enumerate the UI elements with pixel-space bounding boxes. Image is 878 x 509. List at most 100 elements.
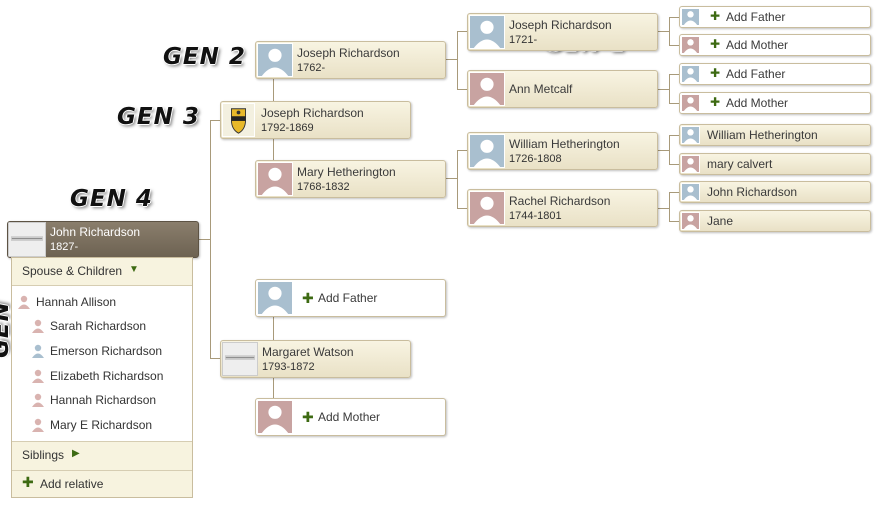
female-person-icon xyxy=(32,369,44,383)
great-grandmother-card[interactable]: Rachel Richardson 1744-1801 xyxy=(467,189,658,227)
add-mother-label: Add Mother xyxy=(726,96,789,110)
spouse-children-toggle[interactable]: Spouse & Children ▼ xyxy=(12,258,192,286)
female-silhouette-icon xyxy=(681,155,700,173)
father-card[interactable]: Joseph Richardson 1792-1869 xyxy=(220,101,411,139)
plus-icon: ✚ xyxy=(302,290,314,306)
add-father-button[interactable]: ✚ Add Father xyxy=(255,279,446,317)
add-father-button[interactable]: ✚ Add Father xyxy=(679,6,871,28)
siblings-toggle[interactable]: Siblings ▶ xyxy=(12,441,192,471)
father-name: Joseph Richardson xyxy=(261,106,364,120)
female-person-icon xyxy=(32,393,44,407)
add-mother-label: Add Mother xyxy=(726,38,789,52)
male-silhouette-icon xyxy=(681,126,700,144)
plus-icon: ✚ xyxy=(710,66,721,80)
add-relative-label: Add relative xyxy=(40,477,104,491)
chevron-right-icon: ▶ xyxy=(72,448,80,459)
add-father-button[interactable]: ✚ Add Father xyxy=(679,63,871,85)
plus-icon: ✚ xyxy=(710,9,721,23)
male-silhouette-icon xyxy=(681,8,700,26)
child-item[interactable]: Elizabeth Richardson xyxy=(12,367,192,387)
chevron-down-icon: ▼ xyxy=(129,264,139,275)
female-silhouette-icon xyxy=(469,72,505,106)
plus-icon: ✚ xyxy=(22,474,34,490)
person-name: mary calvert xyxy=(707,157,773,171)
male-silhouette-icon xyxy=(469,134,505,168)
female-person-icon xyxy=(32,319,44,333)
great-grandfather-card[interactable]: Joseph Richardson 1721- xyxy=(467,13,658,51)
spouse-name: Hannah Allison xyxy=(36,295,117,309)
root-person-name: John Richardson xyxy=(50,225,141,239)
male-silhouette-icon xyxy=(257,281,293,315)
add-father-label: Add Father xyxy=(318,291,378,305)
person-card-small[interactable]: William Hetherington xyxy=(679,124,871,146)
paternal-grandfather-card[interactable]: Joseph Richardson 1762- xyxy=(255,41,446,79)
child-item[interactable]: Hannah Richardson xyxy=(12,391,192,411)
person-dates: 1744-1801 xyxy=(509,210,562,222)
spouse-item[interactable]: Hannah Allison xyxy=(12,293,192,313)
paternal-grandfather-dates: 1762- xyxy=(297,62,326,74)
paternal-grandmother-card[interactable]: Mary Hetherington 1768-1832 xyxy=(255,160,446,198)
document-thumbnail-icon xyxy=(222,342,258,376)
person-name: Ann Metcalf xyxy=(509,82,573,96)
female-silhouette-icon xyxy=(257,400,293,434)
gen-2-label: GEN 2 xyxy=(163,44,246,70)
person-card-small[interactable]: Jane xyxy=(679,210,871,232)
female-silhouette-icon xyxy=(469,191,505,225)
child-name: Emerson Richardson xyxy=(50,344,163,358)
male-person-icon xyxy=(32,344,44,358)
add-relative-button[interactable]: ✚ Add relative xyxy=(12,471,192,497)
add-mother-button[interactable]: ✚ Add Mother xyxy=(679,92,871,114)
add-father-label: Add Father xyxy=(726,67,786,81)
person-card-small[interactable]: John Richardson xyxy=(679,181,871,203)
gen-4-label: GEN 4 xyxy=(70,186,153,212)
person-card-small[interactable]: mary calvert xyxy=(679,153,871,175)
paternal-grandmother-dates: 1768-1832 xyxy=(297,181,350,193)
mother-name: Margaret Watson xyxy=(262,345,354,359)
root-person-card[interactable]: John Richardson 1827- xyxy=(7,221,199,258)
female-person-icon xyxy=(32,418,44,432)
female-silhouette-icon xyxy=(681,36,700,54)
gen-3-label: GEN 3 xyxy=(117,104,200,130)
root-person-dates: 1827- xyxy=(50,241,79,253)
female-person-icon xyxy=(18,295,30,309)
siblings-label: Siblings xyxy=(22,448,65,462)
plus-icon: ✚ xyxy=(302,409,314,425)
person-name: John Richardson xyxy=(707,185,798,199)
great-grandfather-card[interactable]: William Hetherington 1726-1808 xyxy=(467,132,658,170)
person-name: Joseph Richardson xyxy=(509,18,612,32)
person-dates: 1721- xyxy=(509,34,538,46)
child-name: Sarah Richardson xyxy=(50,319,147,333)
person-name: William Hetherington xyxy=(707,128,818,142)
paternal-grandmother-name: Mary Hetherington xyxy=(297,165,396,179)
person-name: Rachel Richardson xyxy=(509,194,611,208)
male-silhouette-icon xyxy=(257,43,293,77)
document-thumbnail-icon xyxy=(8,222,46,257)
child-item[interactable]: Mary E Richardson xyxy=(12,416,192,436)
female-silhouette-icon xyxy=(681,94,700,112)
person-name: William Hetherington xyxy=(509,137,620,151)
plus-icon: ✚ xyxy=(710,95,721,109)
male-silhouette-icon xyxy=(681,183,700,201)
family-panel: Spouse & Children ▼ Hannah Allison Sarah… xyxy=(11,257,193,498)
male-silhouette-icon xyxy=(469,15,505,49)
child-name: Mary E Richardson xyxy=(50,418,153,432)
mother-card[interactable]: Margaret Watson 1793-1872 xyxy=(220,340,411,378)
child-item[interactable]: Emerson Richardson xyxy=(12,342,192,362)
child-name: Hannah Richardson xyxy=(50,393,157,407)
female-silhouette-icon xyxy=(257,162,293,196)
add-mother-button[interactable]: ✚ Add Mother xyxy=(255,398,446,436)
coat-of-arms-icon xyxy=(222,103,255,137)
person-dates: 1726-1808 xyxy=(509,153,562,165)
add-mother-label: Add Mother xyxy=(318,410,381,424)
child-name: Elizabeth Richardson xyxy=(50,369,164,383)
spouse-children-label: Spouse & Children xyxy=(22,264,123,278)
plus-icon: ✚ xyxy=(710,37,721,51)
person-name: Jane xyxy=(707,214,734,228)
paternal-grandfather-name: Joseph Richardson xyxy=(297,46,400,60)
great-grandmother-card[interactable]: Ann Metcalf xyxy=(467,70,658,108)
add-father-label: Add Father xyxy=(726,10,786,24)
father-dates: 1792-1869 xyxy=(261,122,314,134)
add-mother-button[interactable]: ✚ Add Mother xyxy=(679,34,871,56)
child-item[interactable]: Sarah Richardson xyxy=(12,317,192,337)
mother-dates: 1793-1872 xyxy=(262,361,315,373)
